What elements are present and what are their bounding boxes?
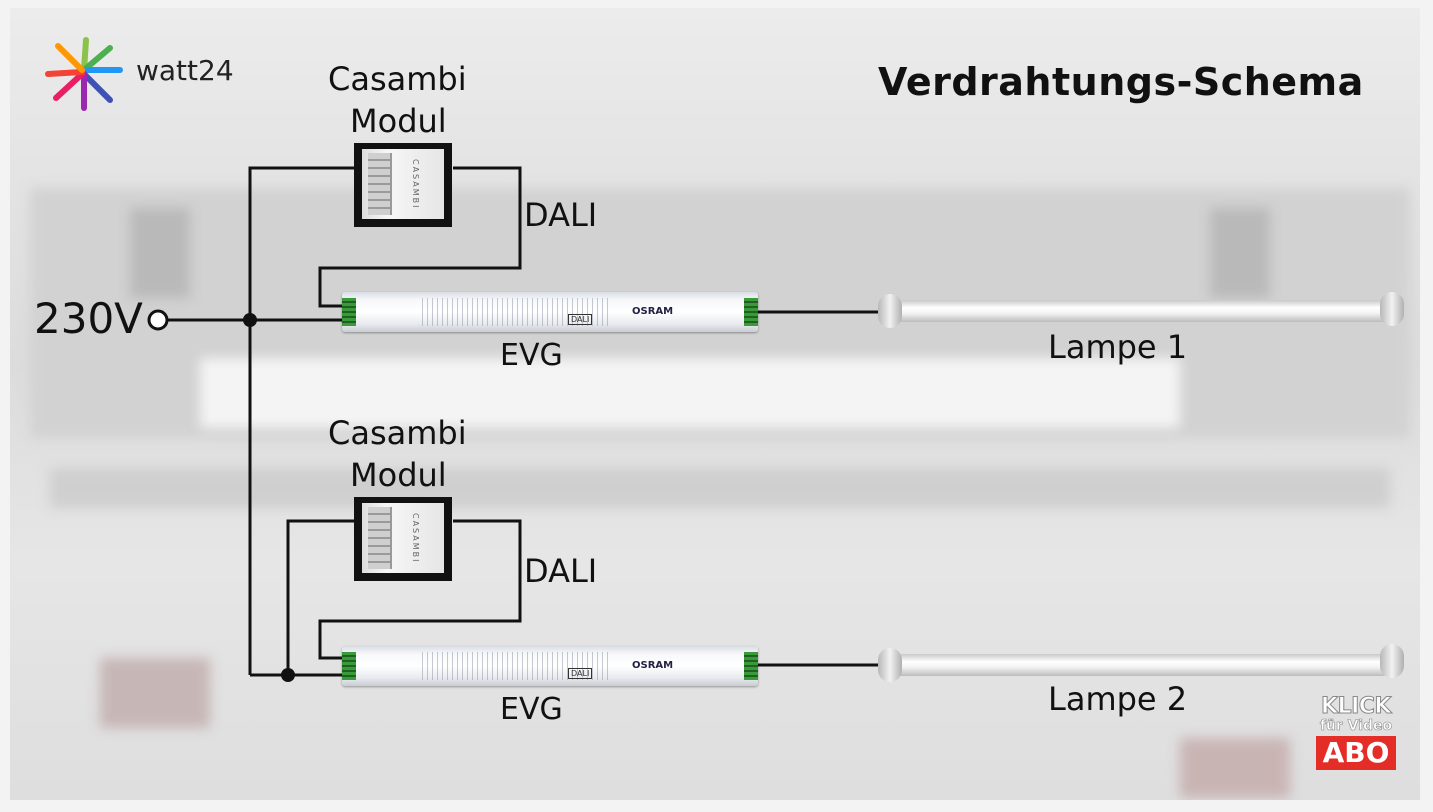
lamp-cap xyxy=(878,648,902,682)
subscribe-badge[interactable]: KLICK für Video ABO xyxy=(1316,694,1396,770)
background-blur-strip xyxy=(50,468,1390,508)
junction-dot-icon xyxy=(281,668,295,682)
lamp-tube-1 xyxy=(892,300,1392,322)
background-blur-block xyxy=(1210,208,1270,298)
lamp-label-1: Lampe 1 xyxy=(1048,328,1188,366)
evg-brand: OSRAM xyxy=(632,306,674,317)
junction-dot-icon xyxy=(243,313,257,327)
module-label-1b: Modul xyxy=(350,102,447,140)
module-label-2b: Modul xyxy=(350,456,447,494)
subscribe-fuer-video: für Video xyxy=(1319,718,1393,735)
module-label-2: Casambi xyxy=(328,414,467,452)
evg-brand: OSRAM xyxy=(632,660,674,671)
evg-terminal-left xyxy=(342,652,356,680)
evg-print xyxy=(422,652,612,680)
dali-label-1: DALI xyxy=(524,196,598,234)
background-blur-block xyxy=(1180,738,1290,798)
lamp-label-2: Lampe 2 xyxy=(1048,680,1188,718)
subscribe-klick: KLICK xyxy=(1321,694,1392,719)
background-blur-strip xyxy=(200,358,1180,428)
background-blur-block xyxy=(100,658,210,728)
logo-text: watt24 xyxy=(136,54,234,87)
module-brand: CASAMBI xyxy=(411,513,420,564)
evg-label-1: EVG xyxy=(500,338,563,373)
casambi-module-2: CASAMBI xyxy=(354,497,452,581)
lamp-cap xyxy=(1380,292,1404,326)
evg-dali-mark: DALI xyxy=(568,314,593,325)
supply-label: 230V xyxy=(34,294,143,343)
evg-ballast-2: DALI OSRAM xyxy=(342,646,758,686)
dali-label-2: DALI xyxy=(524,552,598,590)
module-label-1: Casambi xyxy=(328,60,467,98)
evg-terminal-right xyxy=(744,652,758,680)
dali-wire-2 xyxy=(318,519,522,660)
starburst-logo-icon xyxy=(45,37,123,111)
background-blur-block xyxy=(130,208,190,298)
subscribe-button[interactable]: ABO xyxy=(1316,736,1396,770)
module-supply-wire-2 xyxy=(286,519,354,677)
lamp-cap xyxy=(1380,644,1404,678)
supply-terminal-icon xyxy=(147,309,169,331)
phase-bus-wire xyxy=(248,166,354,675)
evg-terminal-left xyxy=(342,298,356,326)
module-brand: CASAMBI xyxy=(411,159,420,210)
evg-print xyxy=(422,298,612,326)
evg-terminal-right xyxy=(744,298,758,326)
evg-ballast-1: DALI OSRAM xyxy=(342,292,758,332)
lamp-cap xyxy=(878,294,902,328)
casambi-module-1: CASAMBI xyxy=(354,143,452,227)
evg-dali-mark: DALI xyxy=(568,668,593,679)
lamp-tube-2 xyxy=(892,654,1392,676)
evg-label-2: EVG xyxy=(500,692,563,727)
dali-wire-1 xyxy=(318,166,522,308)
page-title: Verdrahtungs-Schema xyxy=(878,60,1364,104)
